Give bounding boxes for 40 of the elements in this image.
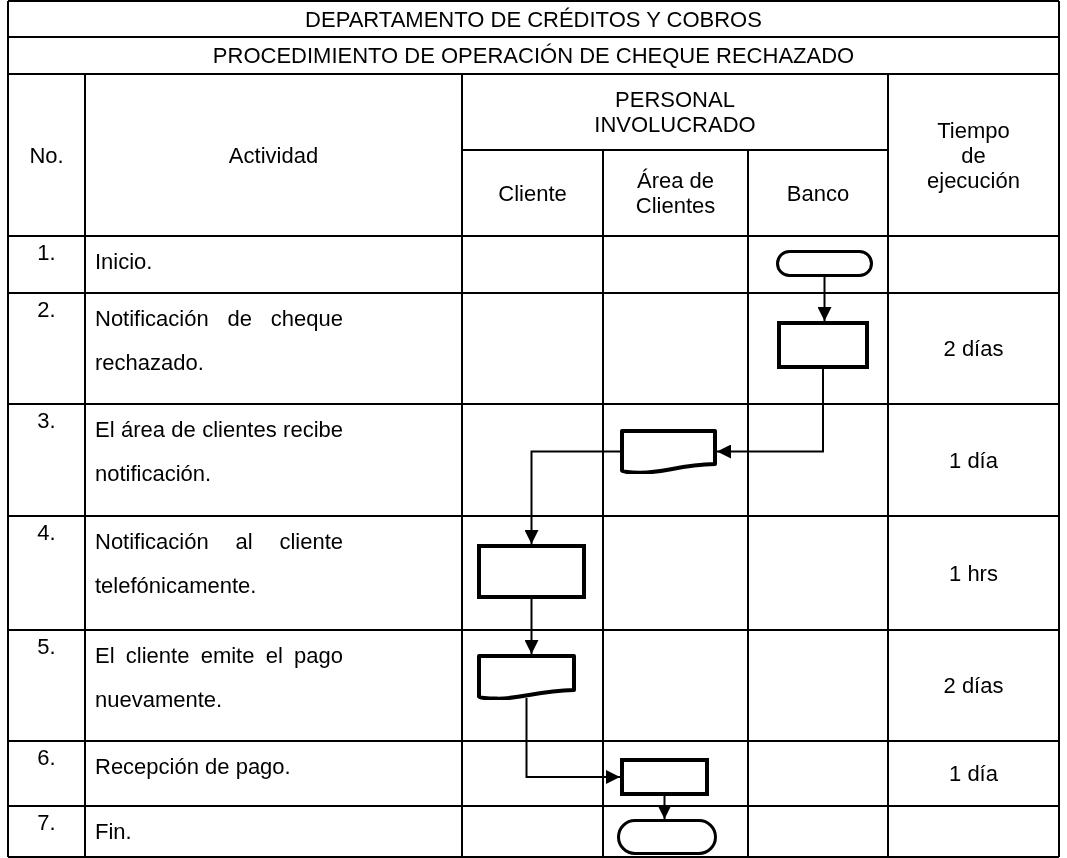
duration-text: 2 días (943, 336, 1004, 361)
column-header: Cliente (498, 180, 567, 206)
activity-text: Fin. (95, 818, 133, 846)
activity-text: Notificación de cheque rechazado. (95, 305, 343, 377)
column-header: Área de Clientes (634, 168, 717, 218)
activity-text: Notificación al cliente telefónicamente. (95, 528, 343, 600)
document-shape (620, 429, 717, 474)
arrow (524, 450, 621, 545)
duration-text: 1 hrs (949, 560, 998, 586)
arrow (657, 795, 672, 820)
terminator-shape (617, 819, 717, 855)
arrow (524, 598, 539, 655)
activity-text: El área de clientes recibe notificación. (95, 416, 343, 488)
column-header: Actividad (228, 142, 319, 168)
duration-text: 1 día (949, 761, 998, 786)
duration-text: 1 día (949, 447, 998, 473)
column-header: Banco (786, 180, 850, 206)
duration-text: 2 días (943, 673, 1004, 698)
activity-text: Recepción de pago. (95, 753, 292, 781)
step-number: 2. (37, 297, 56, 324)
column-header: No. (29, 142, 64, 168)
column-header: PERSONAL INVOLUCRADO (593, 87, 757, 137)
arrow (817, 276, 832, 322)
table-subtitle: PROCEDIMIENTO DE OPERACIÓN DE CHEQUE RECHAZADO (212, 43, 855, 68)
arrow (525, 697, 621, 784)
step-number: 4. (37, 520, 56, 547)
step-number: 6. (37, 745, 56, 772)
document-shape (477, 654, 576, 700)
terminator-shape (776, 250, 873, 277)
activity-text: Inicio. (95, 248, 154, 276)
step-number: 3. (37, 408, 56, 435)
process-box (777, 321, 869, 369)
activity-text: El cliente emite el pago nuevamente. (95, 642, 343, 714)
process-box (620, 758, 709, 796)
step-number: 5. (37, 634, 56, 661)
step-number: 1. (37, 240, 56, 267)
table-title: DEPARTAMENTO DE CRÉDITOS Y COBROS (305, 6, 762, 32)
process-box (477, 544, 586, 599)
column-header: Tiempo de ejecución (926, 117, 1021, 193)
step-number: 7. (37, 810, 56, 837)
